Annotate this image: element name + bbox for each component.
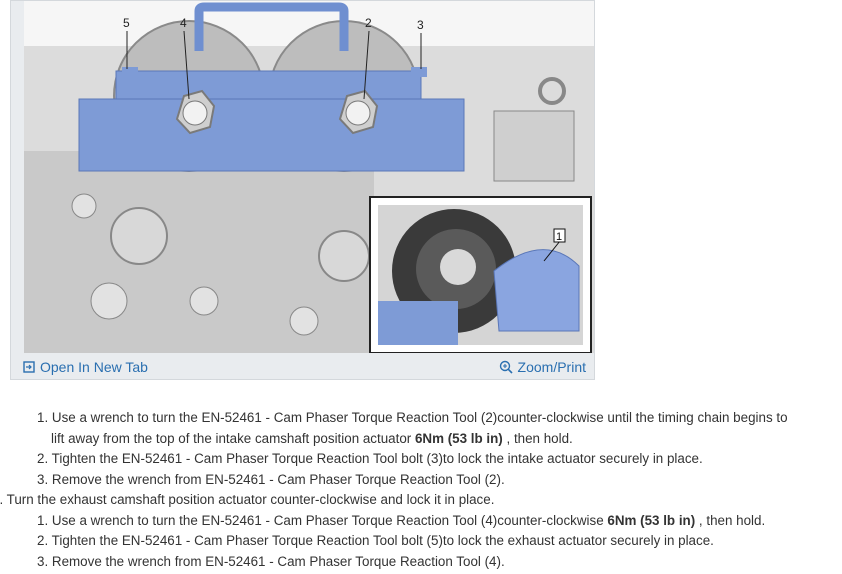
list-item: 6. Turn the exhaust camshaft position ac…: [0, 490, 494, 511]
torque-spec: 6Nm (53 lb in): [414, 430, 503, 446]
step-text: , then hold.: [695, 512, 766, 528]
callout-3: 3: [417, 18, 424, 32]
list-item: 2. Tighten the EN-52461 - Cam Phaser Tor…: [37, 531, 714, 552]
step-number: 3.: [37, 553, 49, 569]
step-text: Tighten the EN-52461 - Cam Phaser Torque…: [51, 451, 703, 466]
torque-spec: 6Nm (53 lb in): [607, 512, 696, 528]
step-text: Remove the wrench from EN-52461 - Cam Ph…: [51, 553, 505, 569]
open-in-new-tab-label: Open In New Tab: [40, 359, 148, 375]
callout-2: 2: [365, 16, 372, 30]
callout-4: 4: [180, 16, 187, 30]
list-item-continuation: lift away from the top of the intake cam…: [51, 429, 573, 450]
list-item: 2. Tighten the EN-52461 - Cam Phaser Tor…: [37, 449, 703, 470]
step-text: , then hold.: [502, 430, 573, 446]
zoom-print-link[interactable]: Zoom/Print: [499, 359, 586, 375]
step-text: lift away from the top of the intake cam…: [51, 430, 415, 446]
inset-callout-1: 1: [556, 231, 562, 243]
step-text: Remove the wrench from EN-52461 - Cam Ph…: [51, 471, 505, 487]
list-item: 3. Remove the wrench from EN-52461 - Cam…: [37, 470, 505, 491]
step-text: Use a wrench to turn the EN-52461 - Cam …: [51, 410, 788, 425]
zoom-print-label: Zoom/Print: [517, 359, 586, 375]
figure-panel: 5 4 2 3 1 Open In New Tab: [10, 0, 595, 380]
open-in-new-tab-icon: [23, 361, 35, 373]
zoom-magnifier-icon: [499, 360, 513, 374]
open-in-new-tab-link[interactable]: Open In New Tab: [23, 359, 148, 375]
list-item: 3. Remove the wrench from EN-52461 - Cam…: [37, 552, 505, 573]
step-number: 1.: [37, 512, 49, 528]
camshaft-tool-diagram: 5 4 2 3 1: [24, 1, 594, 353]
step-number: 6.: [0, 490, 3, 511]
step-text: Tighten the EN-52461 - Cam Phaser Torque…: [51, 533, 714, 548]
engine-illustration: 5 4 2 3 1: [24, 1, 594, 353]
figure-toolbar: Open In New Tab Zoom/Print: [11, 353, 594, 380]
step-number: 3.: [37, 471, 49, 487]
callout-5: 5: [123, 16, 130, 30]
step-number: 1.: [37, 410, 49, 425]
step-number: 2.: [37, 451, 49, 466]
step-text: Turn the exhaust camshaft position actua…: [6, 492, 495, 507]
step-number: 2.: [37, 533, 49, 548]
step-text: Use a wrench to turn the EN-52461 - Cam …: [51, 512, 608, 528]
list-item: 1. Use a wrench to turn the EN-52461 - C…: [37, 511, 765, 532]
list-item: 1. Use a wrench to turn the EN-52461 - C…: [37, 408, 788, 429]
